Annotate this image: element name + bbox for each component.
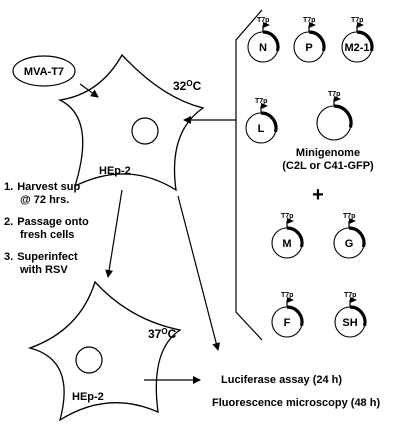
promoter-flag-icon bbox=[287, 297, 294, 303]
gene-arc bbox=[333, 104, 353, 128]
promoter-label: T7p bbox=[328, 91, 340, 98]
promoter-flag-icon bbox=[263, 22, 270, 28]
promoter-label: T7p bbox=[281, 292, 293, 299]
top-cell-nucleus bbox=[131, 117, 159, 145]
gene-arc bbox=[260, 111, 278, 133]
plasmid-label: F bbox=[284, 317, 291, 329]
steps-list: 1.Harvest sup @ 72 hrs. 2.Passage onto f… bbox=[4, 181, 89, 276]
promoter-label: T7p bbox=[257, 17, 269, 24]
plasmid-label: M2-1 bbox=[344, 42, 369, 54]
minigenome-title: Minigenome bbox=[296, 147, 360, 159]
gene-arc bbox=[262, 30, 280, 52]
promoter-flag-icon bbox=[349, 218, 356, 224]
plasmid-minigenome: T7p bbox=[316, 91, 353, 141]
plasmid-bracket bbox=[235, 9, 263, 341]
promoter-label: T7p bbox=[255, 98, 267, 105]
plasmid-label: N bbox=[259, 42, 267, 54]
promoter-flag-icon bbox=[350, 297, 357, 303]
bottom-cell-nucleus bbox=[75, 346, 103, 374]
bottom-cell-name: HEp-2 bbox=[72, 391, 104, 403]
gene-arc bbox=[348, 226, 366, 248]
top-cell-name: HEp-2 bbox=[99, 165, 131, 177]
step-1-line1: 1.Harvest sup bbox=[4, 181, 80, 193]
plasmid-label: M bbox=[282, 238, 291, 250]
gene-arc bbox=[356, 30, 374, 52]
promoter-label: T7p bbox=[344, 292, 356, 299]
top-cell-outline bbox=[57, 53, 205, 192]
promoter-flag-icon bbox=[309, 22, 316, 28]
virus-ellipse bbox=[12, 55, 76, 87]
promoter-flag-icon bbox=[357, 22, 364, 28]
gene-arc bbox=[286, 305, 304, 327]
gene-arc bbox=[286, 226, 304, 248]
gene-arc bbox=[308, 30, 326, 52]
bottom-cell-temperature: 37OC bbox=[148, 327, 177, 341]
plasmid-label: L bbox=[258, 123, 265, 135]
promoter-flag-icon bbox=[287, 218, 294, 224]
step-2-line1: 2.Passage onto bbox=[4, 216, 89, 228]
step-3-line1: 3.Superinfect bbox=[4, 251, 78, 263]
promoter-label: T7p bbox=[343, 213, 355, 220]
top-cell-temperature: 32OC bbox=[173, 79, 202, 93]
gene-arc bbox=[349, 305, 367, 327]
step-2-line2: fresh cells bbox=[20, 229, 74, 241]
plasmid-label: P bbox=[305, 42, 312, 54]
fluorescence-label: Fluorescence microscopy (48 h) bbox=[212, 397, 380, 409]
plasmid-label: G bbox=[345, 238, 354, 250]
step-3-line2: with RSV bbox=[19, 264, 68, 276]
virus-label: MVA-T7 bbox=[24, 66, 64, 78]
luciferase-assay-label: Luciferase assay (24 h) bbox=[221, 374, 342, 386]
passage-arrow bbox=[105, 189, 123, 278]
bottom-cell-outline bbox=[27, 280, 182, 422]
promoter-label: T7p bbox=[351, 17, 363, 24]
plasmid-label: SH bbox=[342, 317, 357, 329]
promoter-label: T7p bbox=[303, 17, 315, 24]
promoter-label: T7p bbox=[281, 213, 293, 220]
promoter-flag-icon bbox=[334, 96, 341, 102]
promoter-flag-icon bbox=[261, 103, 268, 109]
step-1-line2: @ 72 hrs. bbox=[20, 194, 69, 206]
top-assay-arrow bbox=[177, 195, 221, 351]
plus-sign: + bbox=[312, 184, 324, 206]
minigenome-subtitle: (C2L or C41-GFP) bbox=[282, 160, 374, 172]
